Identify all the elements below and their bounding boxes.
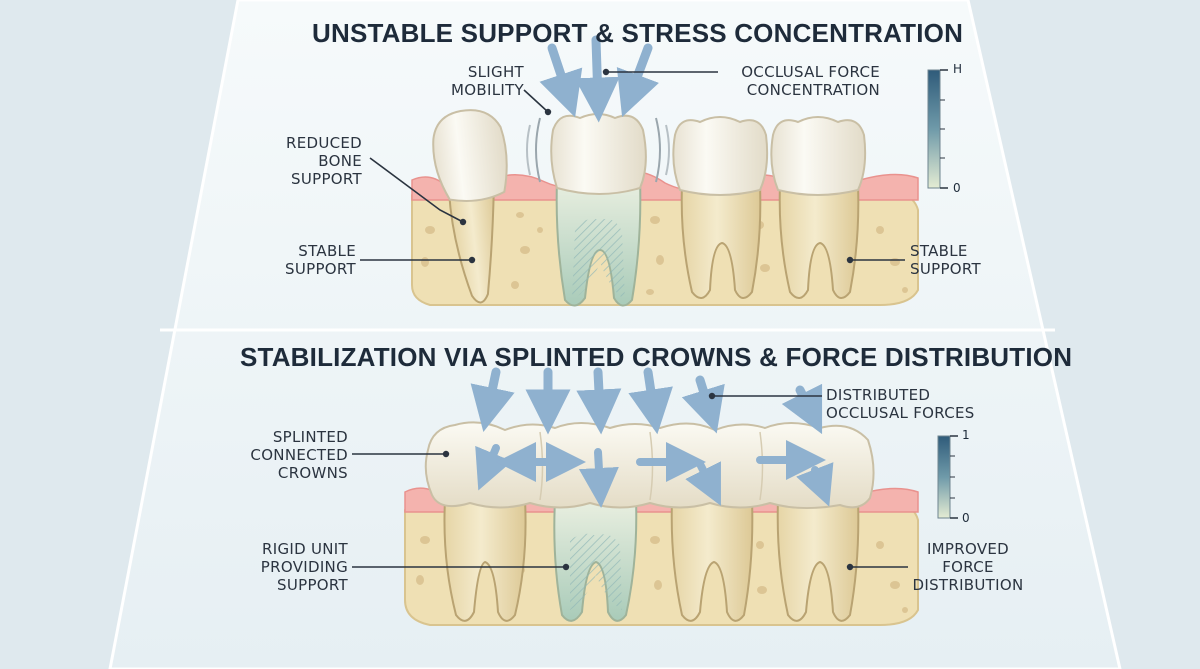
top-tooth-4 <box>770 116 867 299</box>
top-title: UNSTABLE SUPPORT & STRESS CONCENTRATION <box>312 18 964 48</box>
top-scale-bar <box>927 69 948 189</box>
bottom-leader-lines <box>352 392 908 571</box>
top-tooth-2-mobile <box>526 113 670 307</box>
bottom-roots <box>443 499 860 622</box>
top-tooth-3 <box>672 116 769 299</box>
bridge-seams <box>539 431 764 501</box>
top-scale-min: 0 <box>953 181 961 195</box>
bottom-scale-min: 0 <box>962 511 970 525</box>
internal-distribution-arrows <box>475 440 834 508</box>
top-leader-lines <box>360 68 905 264</box>
bottom-title: STABILIZATION VIA SPLINTED CROWNS & FORC… <box>240 342 1073 372</box>
bottom-scale-bar <box>937 435 958 519</box>
top-tooth-1 <box>432 109 508 304</box>
bottom-scale-max: 1 <box>962 428 970 442</box>
top-scale-max: H <box>953 62 963 76</box>
bottom-force-arrows <box>470 367 823 435</box>
